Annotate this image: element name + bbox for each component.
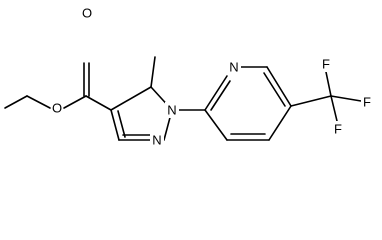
bond-c2-n-b <box>210 80 231 111</box>
atom-f-bottom: F <box>334 122 342 137</box>
bond-o-carbonyl-c <box>63 95 87 109</box>
bond-c5-cf3 <box>290 95 332 107</box>
bond-c6-c5-b <box>263 72 286 107</box>
bond-c5-c4 <box>110 86 152 111</box>
atom-n2-pyrazole: N <box>152 133 161 148</box>
bond-cf3-f-right <box>330 95 362 102</box>
bonds <box>4 56 362 141</box>
bond-c4-c3-b <box>117 110 126 138</box>
atom-n-pyridine: N <box>229 60 238 75</box>
bond-c4-c3-a <box>110 109 120 141</box>
atom-labels: O O N N N F F F <box>51 5 373 148</box>
bond-cf3-f-top <box>325 71 332 97</box>
bond-c3py-c2 <box>204 109 228 141</box>
atom-f-right: F <box>363 95 371 110</box>
bond-c5-methyl <box>150 56 156 88</box>
atom-o-ester-ether: O <box>52 101 62 116</box>
bond-cf3-f-bottom <box>330 95 338 122</box>
bond-c6-c5-a <box>266 66 292 107</box>
atom-f-top: F <box>322 57 330 72</box>
atom-n1-pyrazole: N <box>167 103 176 118</box>
bond-c2-n-a <box>204 75 228 111</box>
bond-carbonyl-c4 <box>85 95 112 111</box>
bond-ethyl-ch3 <box>4 95 28 109</box>
chemical-structure: O O N N N F F F <box>4 5 373 148</box>
bond-ethyl-ch2-o <box>26 95 51 109</box>
bond-c5-c4py <box>268 105 292 141</box>
atom-o-carbonyl: O <box>82 6 92 21</box>
